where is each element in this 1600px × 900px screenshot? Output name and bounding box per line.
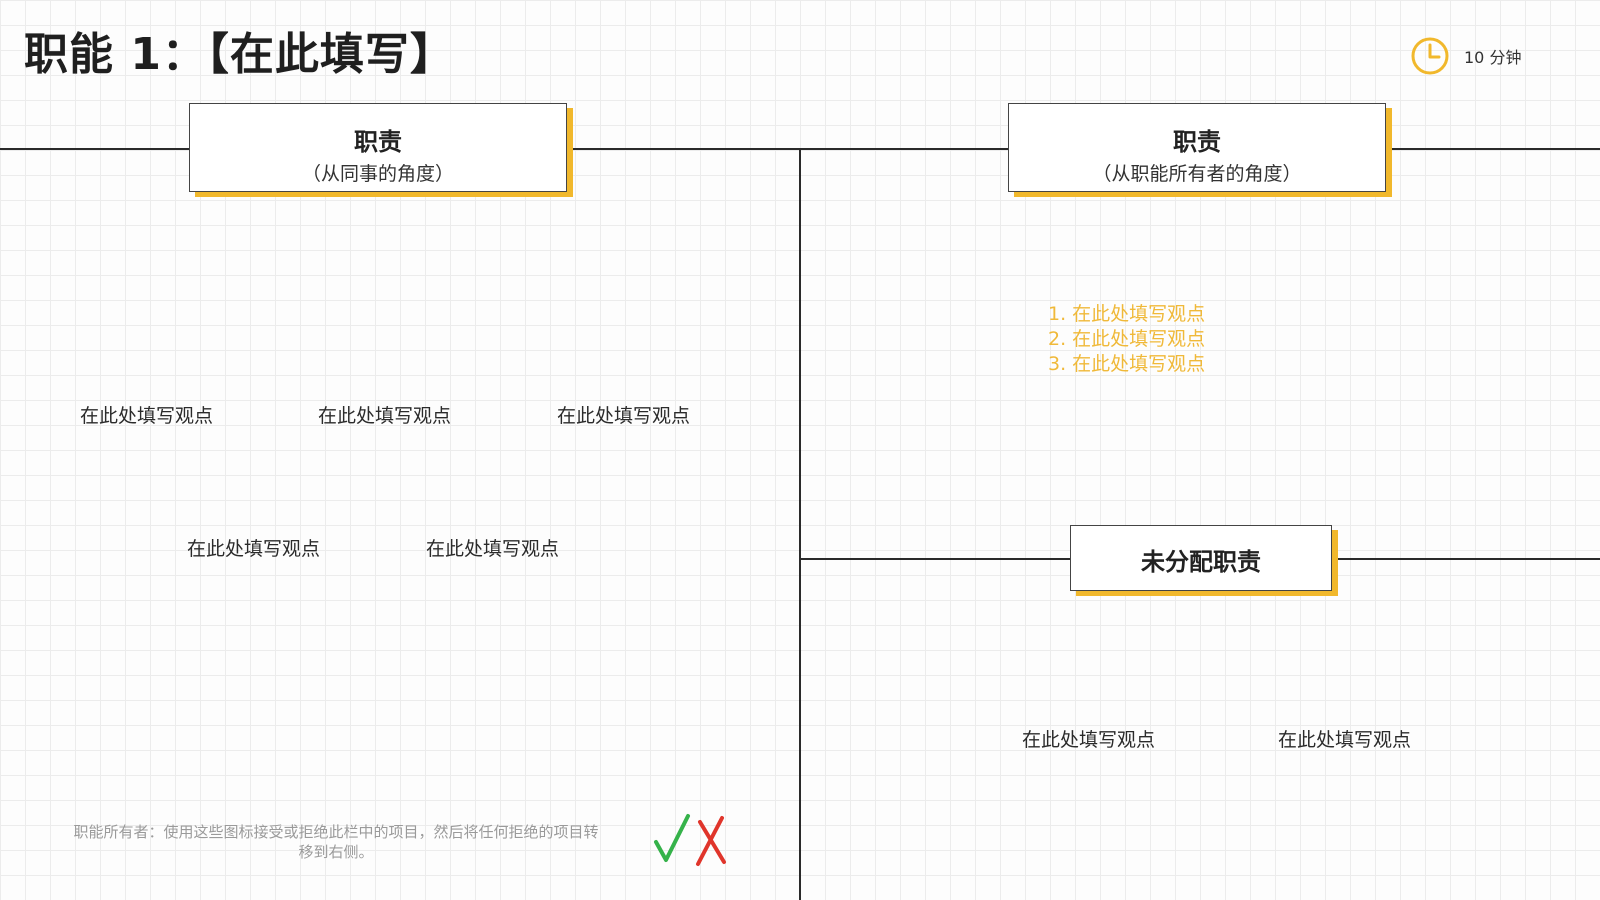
list-item[interactable]: 1. 在此处填写观点 — [1048, 303, 1206, 325]
owner-points-list: 1. 在此处填写观点 2. 在此处填写观点 3. 在此处填写观点 — [1048, 302, 1205, 377]
instructions-line: 职能所有者：使用这些图标接受或拒绝此栏中的项目，然后将任何拒绝的项目转 — [73, 823, 599, 841]
clock-icon — [1411, 37, 1449, 75]
card-responsibilities-owner: 职责 （从职能所有者的角度） — [1008, 103, 1386, 192]
note-text[interactable]: 在此处填写观点 — [1278, 729, 1412, 751]
note-text[interactable]: 在此处填写观点 — [426, 538, 560, 560]
note-text[interactable]: 在此处填写观点 — [1022, 729, 1156, 751]
divider-vertical — [799, 148, 801, 900]
instructions-line: 移到右侧。 — [298, 843, 374, 861]
check-icon[interactable] — [654, 814, 690, 862]
timer: 10 分钟 — [1410, 36, 1521, 76]
note-text[interactable]: 在此处填写观点 — [187, 538, 321, 560]
cross-icon[interactable] — [696, 816, 726, 866]
note-text[interactable]: 在此处填写观点 — [80, 405, 214, 427]
list-item[interactable]: 2. 在此处填写观点 — [1048, 328, 1206, 350]
page-title: 职能 1：【在此填写】 — [24, 29, 455, 80]
card-title: 未分配职责 — [1141, 548, 1261, 576]
instructions: 职能所有者：使用这些图标接受或拒绝此栏中的项目，然后将任何拒绝的项目转 移到右侧… — [48, 822, 624, 862]
accept-reject-icons — [652, 812, 732, 872]
note-text[interactable]: 在此处填写观点 — [318, 405, 452, 427]
timer-label: 10 分钟 — [1464, 48, 1522, 67]
card-title: 职责 — [1173, 128, 1221, 156]
card-title: 职责 — [354, 128, 402, 156]
card-unassigned: 未分配职责 — [1070, 525, 1332, 591]
note-text[interactable]: 在此处填写观点 — [557, 405, 691, 427]
card-subtitle: （从职能所有者的角度） — [1092, 163, 1302, 185]
list-item[interactable]: 3. 在此处填写观点 — [1048, 353, 1206, 375]
card-subtitle: （从同事的角度） — [301, 163, 454, 185]
card-responsibilities-colleague: 职责 （从同事的角度） — [189, 103, 567, 192]
